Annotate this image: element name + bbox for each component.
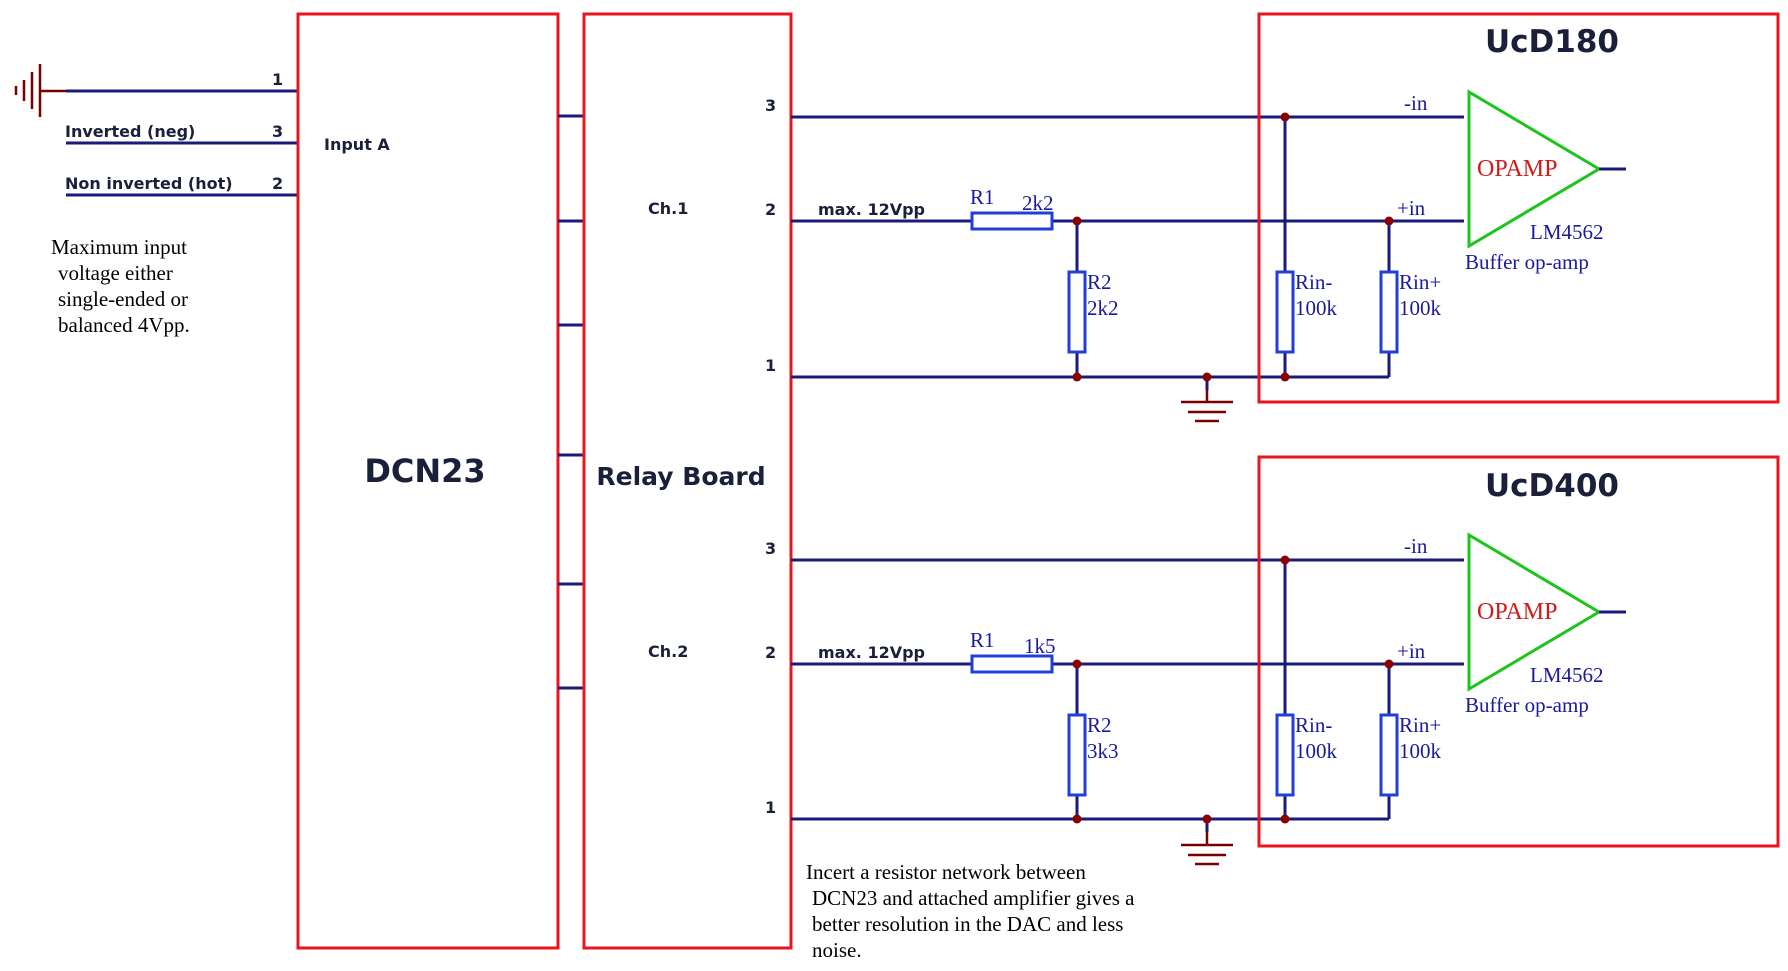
ch1-r1-value: 2k2 <box>1022 191 1054 215</box>
ch2-pin-3: 3 <box>765 539 776 558</box>
ch1-rin-neg-name: Rin- <box>1295 270 1332 294</box>
dcn23-label: DCN23 <box>364 452 485 490</box>
ucd400-block <box>1257 455 1780 848</box>
ch2-opamp-label: OPAMP <box>1477 599 1558 625</box>
ucd400-title: UcD400 <box>1485 468 1619 504</box>
ch2-opamp-symbol <box>1467 532 1602 692</box>
ch2-rin-pos-resistor <box>1379 713 1399 797</box>
inverted-neg-label: Inverted (neg) <box>65 122 195 141</box>
non-inverted-hot-label: Non inverted (hot) <box>65 174 233 193</box>
ch2-pin-1: 1 <box>765 798 776 817</box>
ucd180-block <box>1257 12 1780 404</box>
ch1-pin-2: 2 <box>765 200 776 219</box>
input-voltage-note: Maximum input voltage either single-ende… <box>51 235 193 337</box>
ch1-opamp-symbol <box>1467 89 1602 249</box>
input-a-label: Input A <box>324 135 390 154</box>
ch1-pin-1: 1 <box>765 356 776 375</box>
ch2-max-voltage: max. 12Vpp <box>818 643 925 662</box>
ch1-pos-in-label: +in <box>1397 196 1426 220</box>
ch2-opamp-part: LM4562 <box>1530 663 1604 687</box>
ch2-r1-value: 1k5 <box>1024 634 1056 658</box>
ch2-ground-symbol <box>1181 832 1233 866</box>
ch1-rin-pos-value: 100k <box>1399 296 1442 320</box>
ch1-opamp-desc: Buffer op-amp <box>1465 250 1589 274</box>
ch1-r1-resistor <box>970 211 1054 231</box>
ch2-rin-pos-name: Rin+ <box>1399 713 1441 737</box>
input-section: 1 3 2 Inverted (neg) Non inverted (hot) … <box>14 64 390 337</box>
ch1-r2-value: 2k2 <box>1087 296 1119 320</box>
ch2-label: Ch.2 <box>648 642 688 661</box>
ch2-r1-resistor <box>970 654 1054 674</box>
relay-board-block <box>582 12 793 950</box>
ch1-rin-pos-name: Rin+ <box>1399 270 1441 294</box>
ch2-pos-in-label: +in <box>1397 639 1426 663</box>
ch1-r2-name: R2 <box>1087 270 1112 294</box>
ch1-opamp-label: OPAMP <box>1477 156 1558 182</box>
ucd180-title: UcD180 <box>1485 24 1619 60</box>
ch2-rin-neg-name: Rin- <box>1295 713 1332 737</box>
dcn23-relay-links <box>558 114 584 690</box>
input-pin-gnd: 1 <box>272 70 283 89</box>
ch1-neg-in-label: -in <box>1404 91 1428 115</box>
ch1-r1-name: R1 <box>970 185 995 209</box>
ch1-rin-pos-resistor <box>1379 270 1399 354</box>
channel-2: Ch.2 3 2 1 max. 12Vpp R1 1k5 R2 3k3 Rin-… <box>648 455 1780 866</box>
ch2-r2-resistor <box>1067 713 1087 797</box>
ch2-opamp-desc: Buffer op-amp <box>1465 693 1589 717</box>
ch2-rin-pos-value: 100k <box>1399 739 1442 763</box>
ch1-label: Ch.1 <box>648 199 688 218</box>
input-pin-hot: 2 <box>272 174 283 193</box>
channel-1: Ch.1 3 2 1 max. 12Vpp R1 2k2 R2 2k2 Rin-… <box>648 12 1780 423</box>
relay-board-label: Relay Board <box>596 462 765 491</box>
ch1-pin-3: 3 <box>765 96 776 115</box>
ch1-rin-neg-value: 100k <box>1295 296 1338 320</box>
chassis-ground-symbol <box>14 64 66 117</box>
dcn23-block <box>296 12 560 950</box>
ch2-rin-neg-value: 100k <box>1295 739 1338 763</box>
ch2-r2-value: 3k3 <box>1087 739 1119 763</box>
ch2-pin-2: 2 <box>765 643 776 662</box>
ch1-ground-symbol <box>1181 390 1233 423</box>
ch1-rin-neg-resistor <box>1275 270 1295 354</box>
input-pin-neg: 3 <box>272 122 283 141</box>
ch2-neg-in-label: -in <box>1404 534 1428 558</box>
ch1-max-voltage: max. 12Vpp <box>818 200 925 219</box>
resistor-network-note: Incert a resistor network between DCN23 … <box>806 860 1140 962</box>
ch2-r1-name: R1 <box>970 628 995 652</box>
ch2-rin-neg-resistor <box>1275 713 1295 797</box>
ch1-r2-resistor <box>1067 270 1087 354</box>
ch1-opamp-part: LM4562 <box>1530 220 1604 244</box>
ch2-r2-name: R2 <box>1087 713 1112 737</box>
